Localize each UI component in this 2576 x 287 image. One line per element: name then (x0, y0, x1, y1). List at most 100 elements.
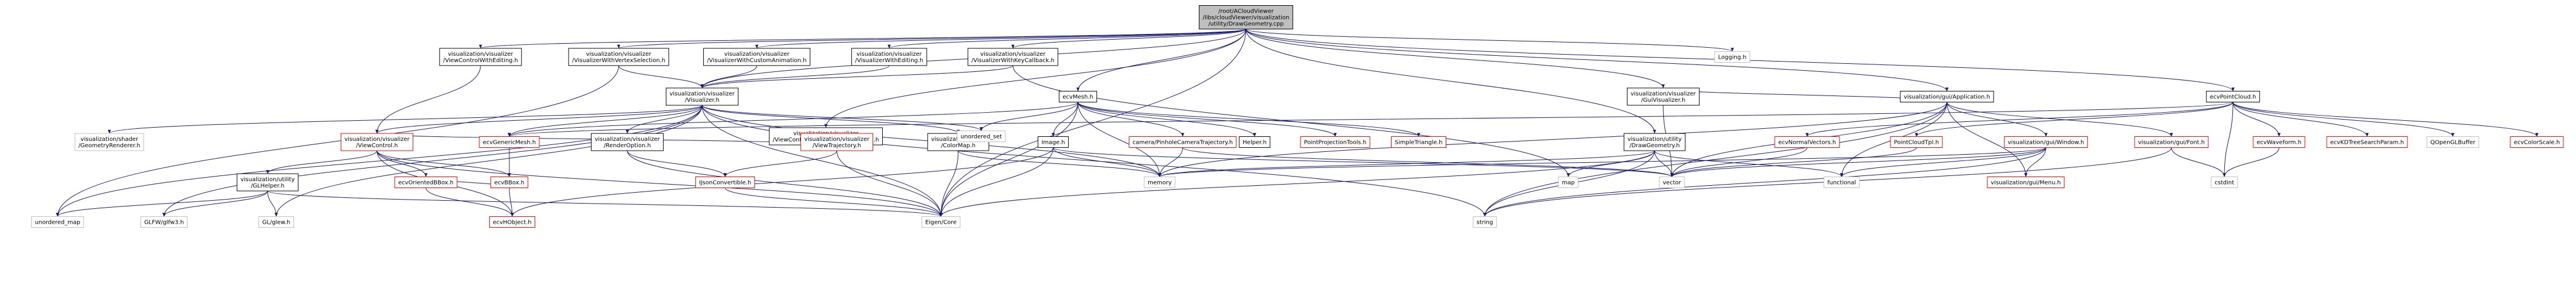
node-root: /root/ACloudViewer/libs/cloudViewer/visu… (1199, 5, 1293, 29)
node-ecvmesh[interactable]: ecvMesh.h (1058, 91, 1098, 102)
node-obb[interactable]: ecvOrientedBBox.h (394, 177, 458, 188)
edge-guiapp-to-menu (1946, 102, 2028, 177)
node-hobj[interactable]: ecvHObject.h (489, 216, 536, 228)
node-dg[interactable]: visualization/utility/DrawGeometry.h (1624, 133, 1686, 151)
node-box (568, 48, 669, 66)
node-eigen: Eigen/Core (921, 216, 961, 228)
edge-vis-to-genmesh (508, 105, 703, 137)
node-label: /RenderOption.h (604, 143, 651, 149)
node-window[interactable]: visualization/gui/Window.h (2004, 136, 2088, 148)
node-pctpl[interactable]: PointCloudTpl.h (1890, 136, 1943, 148)
node-box (1391, 136, 1446, 148)
node-label: ecvWaveform.h (2257, 140, 2301, 146)
node-box (31, 216, 84, 228)
edge-ecvmesh-to-image (1051, 102, 1079, 137)
edge-ecvmesh-to-genmesh (508, 102, 1079, 137)
node-vwkc[interactable]: visualization/visualizer/VisualizerWithK… (967, 48, 1058, 66)
node-glh[interactable]: visualization/utility/GLHelper.h (237, 173, 299, 192)
edge-vcwe-to-vc (375, 65, 481, 134)
node-label: ecvPointCloud.h (2210, 94, 2256, 101)
nodes-layer: /root/ACloudViewer/libs/cloudViewer/visu… (31, 5, 2564, 228)
node-vcwe[interactable]: visualization/visualizer/ViewControlWith… (439, 48, 522, 66)
edge-vis-to-ro (626, 105, 703, 134)
node-vwca[interactable]: visualization/visualizer/VisualizerWithC… (703, 48, 811, 66)
edge-font-to-cstdint (2171, 147, 2226, 177)
node-pc[interactable]: ecvPointCloud.h (2206, 91, 2260, 102)
edge-root-to-ecvmesh (1076, 29, 1247, 91)
node-image[interactable]: Image.h (1038, 136, 1069, 148)
node-label: functional (1827, 180, 1856, 186)
node-vt[interactable]: visualization/visualizer/ViewTrajectory.… (800, 133, 874, 151)
node-box (957, 131, 1006, 142)
edge-root-to-guiapp (1245, 29, 1949, 91)
node-box (490, 177, 528, 188)
node-waveform[interactable]: ecvWaveform.h (2253, 136, 2306, 148)
node-label: PointProjectionTools.h (1304, 140, 1366, 146)
edge-obb-to-hobj (425, 187, 514, 217)
node-vwvs[interactable]: visualization/visualizer/VisualizerWithV… (568, 48, 669, 66)
node-genmesh[interactable]: ecvGenericMesh.h (479, 136, 540, 148)
node-box (2426, 136, 2479, 148)
edge-pct-to-vector (1182, 147, 1674, 177)
node-ppt[interactable]: PointProjectionTools.h (1300, 136, 1370, 148)
node-stri[interactable]: SimpleTriangle.h (1391, 136, 1446, 148)
edge-root-to-dg (1245, 29, 1656, 134)
node-label: /VisualizerWithKeyCallback.h (971, 58, 1054, 64)
node-box (2326, 136, 2408, 148)
node-label: /GeometryRenderer.h (78, 143, 140, 149)
edge-image-to-vector (1053, 147, 1674, 177)
node-label: SimpleTriangle.h (1395, 140, 1443, 146)
node-label: visualization/visualizer (448, 51, 513, 58)
node-box (2510, 136, 2564, 148)
node-box (851, 48, 927, 66)
node-vis[interactable]: visualization/visualizer/Visualizer.h (665, 87, 739, 106)
node-box (1890, 136, 1943, 148)
edge-vc-to-glh (266, 150, 378, 174)
node-string: string (1473, 216, 1497, 228)
node-label: /ColorMap.h (941, 143, 975, 149)
node-colscale[interactable]: ecvColorScale.h (2510, 136, 2564, 148)
node-box (394, 177, 458, 188)
node-vc[interactable]: visualization/visualizer/ViewControl.h (340, 133, 414, 151)
edge-vc-to-bbox (376, 150, 511, 177)
edge-waveform-to-cstdint (2223, 147, 2280, 177)
node-normv[interactable]: ecvNormalVectors.h (1774, 136, 1840, 148)
node-box (1300, 136, 1370, 148)
node-font[interactable]: visualization/gui/Font.h (2134, 136, 2209, 148)
node-bbox[interactable]: ecvBBox.h (490, 177, 528, 188)
node-glew: GL/glew.h (258, 216, 294, 228)
node-ro[interactable]: visualization/visualizer/RenderOption.h (590, 133, 664, 151)
node-box (590, 133, 664, 151)
node-logging: Logging.h (1714, 51, 1751, 63)
node-label: /VisualizerWithEditing.h (855, 58, 924, 64)
node-memory: memory (1144, 177, 1176, 188)
node-label: visualization/visualizer (724, 51, 790, 58)
edge-root-to-vwvs (617, 29, 1247, 49)
edge-normv-to-vector (1670, 147, 1808, 177)
edge-cmap-to-memory (958, 150, 1161, 177)
node-label: /ViewControl.h (356, 143, 398, 149)
edge-pctpl-to-vector (1670, 147, 1917, 177)
node-pct[interactable]: camera/PinholeCameraTrajectory.h (1129, 136, 1237, 148)
node-label: ecvHObject.h (493, 220, 531, 226)
edge-image-to-eigen (939, 147, 1054, 217)
edge-guiapp-to-font (1946, 102, 2173, 137)
node-box (921, 216, 961, 228)
node-menu[interactable]: visualization/gui/Menu.h (1987, 177, 2065, 188)
node-ijson[interactable]: IJsonConvertible.h (695, 177, 755, 188)
edge-pc-to-genmesh (508, 102, 2234, 137)
edge-ecvmesh-to-helper (1077, 102, 1256, 137)
node-guivis[interactable]: visualization/visualizer/GuiVisualizer.h (1626, 87, 1700, 106)
node-kdtree[interactable]: ecvKDTreeSearchParam.h (2326, 136, 2408, 148)
node-vwe[interactable]: visualization/visualizer/VisualizerWithE… (851, 48, 927, 66)
node-helper[interactable]: Helper.h (1239, 136, 1271, 148)
node-box (1823, 177, 1860, 188)
edge-root-to-vwkc (1011, 29, 1247, 49)
node-guiapp[interactable]: visualization/gui/Application.h (1900, 91, 1994, 102)
edge-bbox-to-hobj (509, 187, 514, 217)
node-label: /utility/DrawGeometry.cpp (1208, 21, 1283, 28)
node-uset: unordered_set (957, 131, 1006, 142)
edge-vis-to-glfw (162, 105, 703, 217)
node-label: /ViewControlWithEditing.h (443, 58, 518, 64)
